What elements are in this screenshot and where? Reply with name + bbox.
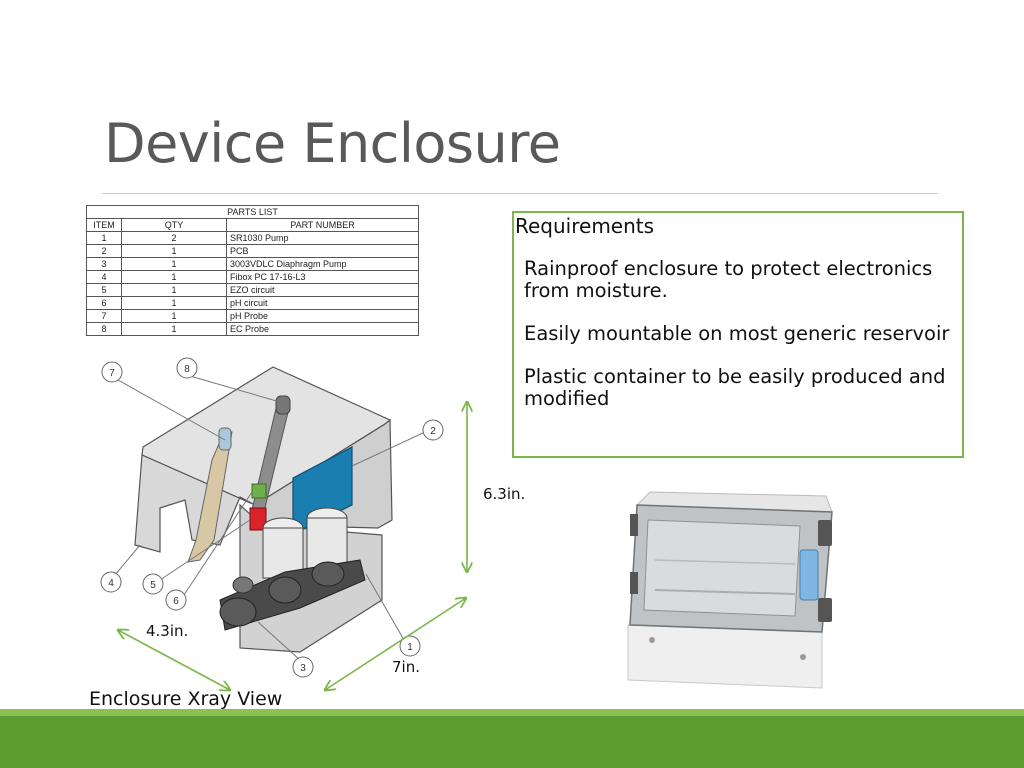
dimension-arrows <box>118 402 467 690</box>
list-item: Plastic container to be easily produced … <box>524 365 946 410</box>
xray-view-caption: Enclosure Xray View <box>89 688 283 710</box>
table-row: 6 1 pH circuit <box>86 296 419 310</box>
hinge-window <box>799 549 819 601</box>
cell-part: EC Probe <box>226 322 419 336</box>
callout-circle <box>422 419 444 441</box>
parts-list-table: PARTS LIST ITEM QTY PART NUMBER 1 2 SR10… <box>86 205 419 336</box>
sr1030-pump-a <box>262 527 304 579</box>
callout-circle <box>100 571 122 593</box>
callout-6: 6 <box>173 596 179 607</box>
enclosure-base <box>627 624 823 689</box>
depth-arrow <box>118 630 230 690</box>
footer-accent-bar <box>0 709 1024 716</box>
table-row: 4 1 Fibox PC 17-16-L3 <box>86 270 419 284</box>
callout-5: 5 <box>150 580 156 591</box>
callout-8: 8 <box>184 364 190 375</box>
callout-3: 3 <box>300 663 306 674</box>
slide-title: Device Enclosure <box>104 112 561 175</box>
ph-circuit <box>251 483 267 499</box>
callout-circle <box>101 361 123 383</box>
depth-dimension-label: 4.3in. <box>146 622 189 640</box>
callout-4: 4 <box>108 578 114 589</box>
ezo-circuit <box>249 507 267 531</box>
callout-1: 1 <box>407 642 413 653</box>
lid-flap <box>134 454 256 553</box>
table-row: 8 1 EC Probe <box>86 322 419 336</box>
parts-list-header-row: ITEM QTY PART NUMBER <box>86 218 419 232</box>
ec-probe-cap <box>275 395 291 415</box>
requirements-heading: Requirements <box>515 214 655 238</box>
ph-probe-cap <box>218 427 232 451</box>
callout-2: 2 <box>430 426 436 437</box>
list-item: Easily mountable on most generic reservo… <box>524 322 950 345</box>
footer-bar <box>0 716 1024 768</box>
callout-circle <box>292 656 314 678</box>
requirements-box: Requirements Rainproof enclosure to prot… <box>512 211 964 458</box>
width-arrow <box>325 598 466 690</box>
callout-circle <box>165 589 187 611</box>
height-dimension-label: 6.3in. <box>483 485 526 503</box>
enclosure-photo <box>627 491 833 689</box>
width-dimension-label: 7in. <box>392 658 420 676</box>
table-row: 2 1 PCB <box>86 244 419 258</box>
requirements-list: Rainproof enclosure to protect electroni… <box>524 258 954 431</box>
callout-circle <box>142 573 164 595</box>
callout-7: 7 <box>109 368 115 379</box>
xray-enclosure-drawing <box>114 366 426 661</box>
callout-circle <box>176 357 198 379</box>
title-divider <box>102 193 938 194</box>
list-item: Rainproof enclosure to protect electroni… <box>524 257 933 302</box>
